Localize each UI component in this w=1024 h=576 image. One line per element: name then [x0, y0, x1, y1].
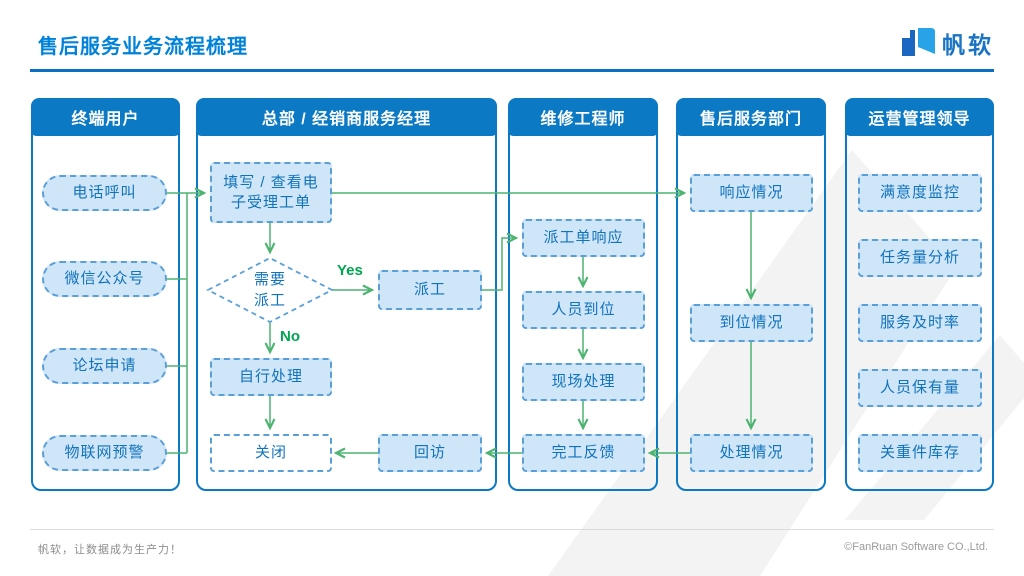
node-service-timeliness: 服务及时率 [858, 304, 982, 342]
node-dispatch: 派工 [378, 270, 482, 310]
node-arrival-status: 到位情况 [690, 304, 813, 342]
node-handling-status: 处理情况 [690, 434, 813, 472]
footer-slogan: 帆软，让数据成为生产力！ [38, 544, 182, 556]
node-close: 关闭 [210, 434, 332, 472]
node-staff-arrival: 人员到位 [522, 291, 645, 329]
page-title: 售后服务业务流程梳理 [38, 36, 248, 58]
node-completion-feedback: 完工反馈 [522, 434, 645, 472]
node-onsite-handle: 现场处理 [522, 363, 645, 401]
lane-header-repair-engineer: 维修工程师 [508, 98, 658, 136]
node-self-handle: 自行处理 [210, 358, 332, 396]
flow-label-no: No [280, 328, 300, 345]
fanruan-logo-text: 帆软 [942, 32, 994, 58]
lane-header-end-user: 终端用户 [31, 98, 180, 136]
decision-diamond [206, 256, 334, 324]
footer-copyright: ©FanRuan Software CO.,Ltd. [844, 541, 988, 553]
node-satisfaction-monitor: 满意度监控 [858, 174, 982, 212]
node-iot-alert: 物联网预警 [42, 435, 167, 471]
footer-divider [30, 529, 994, 530]
lane-header-service-manager: 总部 / 经销商服务经理 [196, 98, 497, 136]
title-underline [30, 69, 994, 72]
lane-aftersales-dept: 售后服务部门 [676, 98, 826, 491]
node-key-parts-stock: 关重件库存 [858, 434, 982, 472]
node-ticket: 填写 / 查看电子受理工单 [210, 162, 332, 223]
lane-header-operations-leader: 运营管理领导 [845, 98, 994, 136]
node-response-status: 响应情况 [690, 174, 813, 212]
node-phone-call: 电话呼叫 [42, 175, 167, 211]
lane-header-aftersales-dept: 售后服务部门 [676, 98, 826, 136]
node-task-volume: 任务量分析 [858, 239, 982, 277]
lane-service-manager: 总部 / 经销商服务经理 [196, 98, 497, 491]
node-staff-headcount: 人员保有量 [858, 369, 982, 407]
node-wechat: 微信公众号 [42, 261, 167, 297]
lane-operations-leader: 运营管理领导 [845, 98, 994, 491]
lane-repair-engineer: 维修工程师 [508, 98, 658, 491]
lane-end-user: 终端用户 [31, 98, 180, 491]
node-decision-label: 需要派工 [253, 271, 286, 309]
fanruan-logo-icon [902, 28, 935, 56]
node-revisit: 回访 [378, 434, 482, 472]
node-forum: 论坛申请 [42, 348, 167, 384]
fanruan-logo: 帆软 [899, 26, 994, 60]
flow-label-yes: Yes [337, 262, 363, 279]
node-order-response: 派工单响应 [522, 219, 645, 257]
